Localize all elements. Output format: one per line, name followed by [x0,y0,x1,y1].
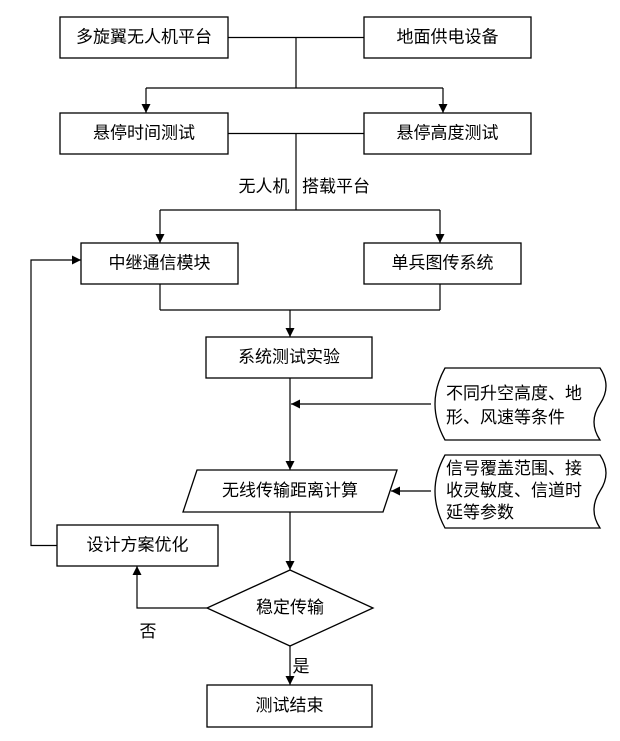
node-hover-height-test: 悬停高度测试 [363,112,532,155]
node-label: 设计方案优化 [87,536,189,556]
node-label: 多旋翼无人机平台 [76,28,212,48]
box-system-test [205,336,373,379]
conditions-line-1: 不同升空高度、地 [446,384,582,404]
parameters-line-2: 收灵敏度、信道时 [446,481,582,501]
conditions-line-2: 形、风速等条件 [446,408,565,428]
node-label: 悬停高度测试 [397,124,499,144]
input-parameters: 信号覆盖范围、接 收灵敏度、信道时 延等参数 [434,454,607,529]
node-label: 悬停时间测试 [93,124,195,144]
box-uav-platform [59,16,229,59]
node-label: 无线传输距离计算 [222,481,358,501]
label-uav: 无人机 [239,177,290,197]
node-label: 地面供电设备 [397,28,499,48]
node-system-test: 系统测试实验 [205,336,373,379]
node-uav-platform: 多旋翼无人机平台 [59,16,229,59]
box-relay-comm [80,242,239,285]
arrow-no-to-design-opt [132,566,207,609]
node-label: 单兵图传系统 [392,254,494,274]
tape-shape-parameters [434,454,607,529]
input-conditions: 不同升空高度、地 形、风速等条件 [434,367,607,441]
node-relay-comm: 中继通信模块 [80,242,239,285]
tape-shape-conditions [434,367,607,441]
label-carrier-platform: 搭载平台 [302,177,370,197]
connectors [30,36,448,685]
node-hover-time-test: 悬停时间测试 [59,112,229,155]
parameters-line-1: 信号覆盖范围、接 [446,459,582,479]
arrow-feedback-to-relay [30,255,81,547]
diamond-stable-tx [205,569,375,647]
label-no: 否 [140,622,157,642]
label-yes: 是 [293,657,310,677]
box-test-end [206,684,373,728]
box-soldier-video [363,242,522,285]
node-label: 系统测试实验 [238,348,340,368]
node-stable-tx: 稳定传输 [205,569,375,647]
node-ground-power: 地面供电设备 [363,16,532,59]
parallelogram-wireless-calc [182,469,398,513]
node-label: 测试结束 [256,696,324,716]
node-test-end: 测试结束 [206,684,373,728]
node-soldier-video: 单兵图传系统 [363,242,522,285]
node-label: 稳定传输 [256,598,324,618]
node-design-opt: 设计方案优化 [56,524,219,567]
box-design-opt [56,524,219,567]
node-label: 中继通信模块 [109,254,211,274]
box-ground-power [363,16,532,59]
parameters-line-3: 延等参数 [446,503,514,523]
box-hover-height-test [363,112,532,155]
node-wireless-calc: 无线传输距离计算 [182,469,398,513]
box-hover-time-test [59,112,229,155]
